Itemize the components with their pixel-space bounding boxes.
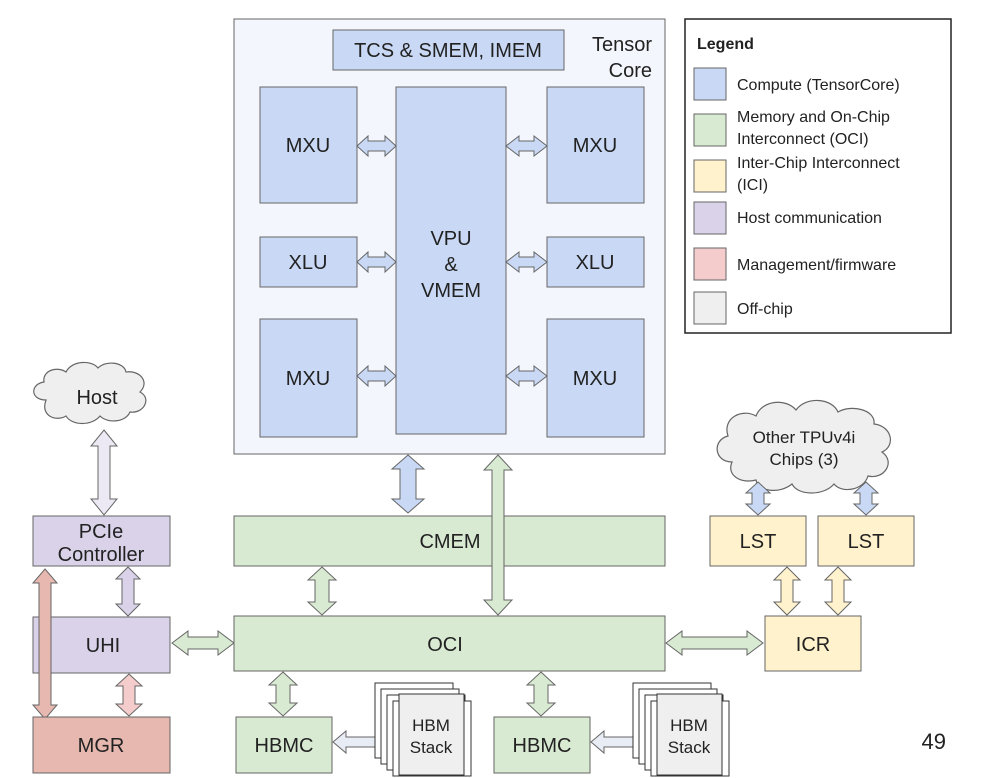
legend-swatch-offchip <box>693 291 727 325</box>
tensor-core-title-line1: Tensor <box>592 34 652 56</box>
xlu-label: XLU <box>576 252 615 274</box>
lst-label: LST <box>848 531 885 553</box>
tcs-smem-imem-label: TCS & SMEM, IMEM <box>354 40 542 62</box>
mxu-label: MXU <box>286 368 330 390</box>
icr-block <box>764 615 862 672</box>
hbm-stack-right <box>632 682 730 777</box>
legend-label-compute: Compute (TensorCore) <box>737 77 900 94</box>
cmem-label: CMEM <box>419 531 480 553</box>
double-arrow-icon <box>823 566 853 616</box>
legend-label-host: Host communication <box>737 210 882 227</box>
double-arrow-icon <box>114 673 144 717</box>
other-chips-label-line2: Chips (3) <box>770 450 839 469</box>
double-arrow-icon <box>505 364 548 388</box>
hbm-stack-left <box>374 682 472 777</box>
page-number: 49 <box>922 729 946 754</box>
hbm-label-line1: HBM <box>412 716 450 735</box>
host-cloud <box>33 361 147 425</box>
legend-swatch-ici <box>693 159 727 193</box>
vmem-label: VMEM <box>421 280 481 302</box>
xlu-block-left <box>259 236 358 288</box>
legend-title: Legend <box>697 36 754 53</box>
vpu-ampersand: & <box>444 254 458 276</box>
mxu-block-top-left <box>259 86 358 204</box>
legend-label-ici-line2: (ICI) <box>737 177 768 194</box>
double-arrow-icon <box>525 671 557 717</box>
double-arrow-icon <box>505 134 548 158</box>
pcie-label-line2: Controller <box>58 544 145 566</box>
double-arrow-icon <box>744 481 772 516</box>
oci-label: OCI <box>427 634 463 656</box>
hbm-label-line2: Stack <box>410 738 453 757</box>
double-arrow-icon <box>356 250 397 274</box>
legend: Legend Compute (TensorCore) Memory and O… <box>684 18 952 334</box>
tcs-smem-imem-block <box>332 29 565 71</box>
pcie-controller-block <box>32 515 171 567</box>
legend-swatch-memory <box>693 113 727 147</box>
double-arrow-icon <box>852 481 880 516</box>
other-chips-label-line1: Other TPUv4i <box>753 428 856 447</box>
double-arrow-icon <box>89 429 119 516</box>
legend-label-memory-line1: Memory and On-Chip <box>737 109 890 126</box>
legend-label-memory-line2: Interconnect (OCI) <box>737 131 869 148</box>
lst-block-right <box>817 515 915 567</box>
double-arrow-icon <box>772 566 802 616</box>
legend-label-mgmt: Management/firmware <box>737 257 896 274</box>
lst-block-left <box>709 515 807 567</box>
double-arrow-icon <box>390 454 426 514</box>
hbm-label-line2: Stack <box>668 738 711 757</box>
legend-swatch-host <box>693 201 727 235</box>
double-arrow-icon <box>665 630 764 656</box>
hbmc-block-right <box>493 716 591 774</box>
vpu-label: VPU <box>430 228 471 250</box>
other-chips-cloud <box>716 399 891 494</box>
icr-label: ICR <box>796 634 830 656</box>
lst-label: LST <box>740 531 777 553</box>
hbmc-label: HBMC <box>255 735 314 757</box>
hbm-label-line1: HBM <box>670 716 708 735</box>
mxu-label: MXU <box>286 135 330 157</box>
hbmc-block-left <box>235 716 333 774</box>
double-arrow-icon <box>356 134 397 158</box>
double-arrow-icon <box>171 630 235 656</box>
legend-label-ici-line1: Inter-Chip Interconnect <box>737 155 900 172</box>
tensor-core-title-line2: Core <box>609 60 652 82</box>
double-arrow-icon <box>482 454 514 616</box>
legend-swatch-mgmt <box>693 247 727 281</box>
mgr-label: MGR <box>78 735 125 757</box>
xlu-label: XLU <box>289 252 328 274</box>
legend-label-offchip: Off-chip <box>737 301 793 318</box>
double-arrow-icon <box>114 566 142 617</box>
pcie-label-line1: PCIe <box>79 521 123 543</box>
double-arrow-icon <box>306 566 338 616</box>
mxu-block-top-right <box>546 86 645 204</box>
double-arrow-icon <box>356 364 397 388</box>
hbmc-label: HBMC <box>513 735 572 757</box>
mxu-label: MXU <box>573 368 617 390</box>
cmem-block <box>233 515 666 567</box>
double-arrow-icon <box>267 671 299 717</box>
double-arrow-icon <box>505 250 548 274</box>
vpu-vmem-block <box>395 86 507 435</box>
mxu-block-bottom-left <box>259 318 358 438</box>
uhi-block <box>32 616 171 674</box>
mxu-block-bottom-right <box>546 318 645 438</box>
oci-block <box>233 615 666 672</box>
mgr-block <box>32 716 171 774</box>
host-label: Host <box>76 387 118 409</box>
mxu-label: MXU <box>573 135 617 157</box>
legend-swatch-compute <box>693 67 727 101</box>
uhi-label: UHI <box>86 635 120 657</box>
